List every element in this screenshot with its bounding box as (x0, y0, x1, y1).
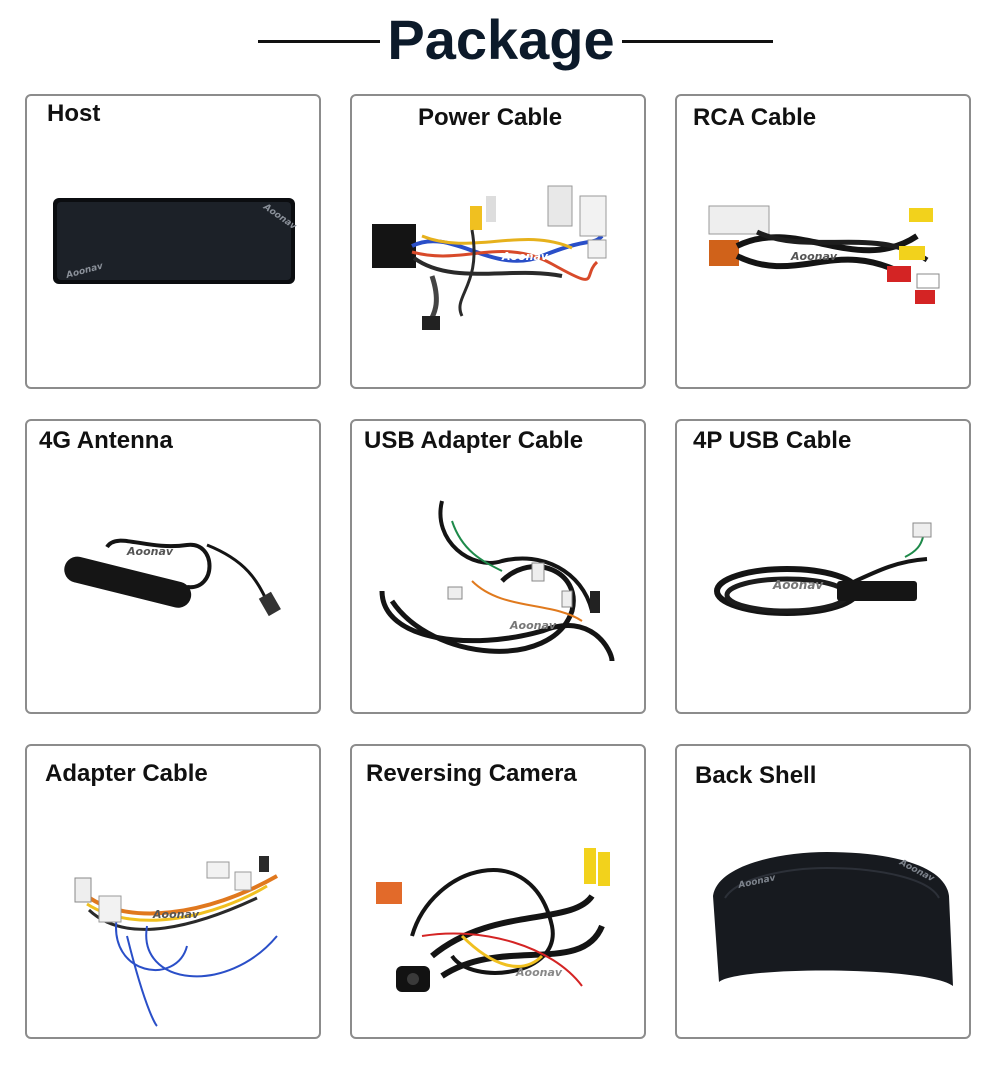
item-label: 4P USB Cable (693, 427, 852, 454)
item-label: 4G Antenna (39, 427, 173, 454)
package-item-usb-adapter-cable: USB Adapter Cable Aoonav (350, 419, 646, 714)
power-cable-image: Aoonav (352, 136, 644, 386)
watermark-text: Aoonav (772, 578, 824, 592)
package-item-4p-usb-cable: 4P USB Cable Aoonav (675, 419, 971, 714)
package-item-reversing-camera: Reversing Camera Aoonav (350, 744, 646, 1039)
watermark-text: Aoonav (152, 908, 200, 921)
package-item-adapter-cable: Adapter Cable Aoonav (25, 744, 321, 1039)
package-item-power-cable: Power Cable Aoonav (350, 94, 646, 389)
host-screen-image: Aoonav Aoonav (27, 136, 319, 386)
watermark-text: Aoonav (501, 250, 549, 263)
adapter-cable-image: Aoonav (27, 786, 319, 1036)
item-label: Host (47, 100, 101, 127)
package-item-rca-cable: RCA Cable Aoonav (675, 94, 971, 389)
watermark-text: Aoonav (790, 250, 838, 263)
package-item-host: Host Aoonav Aoonav (25, 94, 321, 389)
usb-adapter-cable-image: Aoonav (352, 461, 644, 711)
4p-usb-cable-image: Aoonav (677, 461, 969, 711)
reversing-camera-image: Aoonav (352, 786, 644, 1036)
item-label: Power Cable (418, 104, 563, 131)
package-item-4g-antenna: 4G Antenna Aoonav (25, 419, 321, 714)
package-item-back-shell: Back Shell Aoonav Aoonav (675, 744, 971, 1039)
item-label: Adapter Cable (45, 760, 208, 787)
watermark-text: Aoonav (515, 966, 563, 979)
page-title: Package (387, 8, 615, 71)
page-header: Package (0, 0, 1000, 90)
item-label: Back Shell (695, 762, 817, 789)
rca-cable-image: Aoonav (677, 136, 969, 386)
item-label: RCA Cable (693, 104, 817, 131)
back-shell-image: Aoonav Aoonav (677, 786, 969, 1036)
watermark-text: Aoonav (126, 545, 174, 558)
item-label: USB Adapter Cable (364, 427, 584, 454)
header-rule-left (258, 40, 380, 43)
header-rule-right (622, 40, 773, 43)
item-label: Reversing Camera (366, 760, 577, 787)
watermark-text: Aoonav (509, 619, 557, 632)
4g-antenna-image: Aoonav (27, 461, 319, 711)
